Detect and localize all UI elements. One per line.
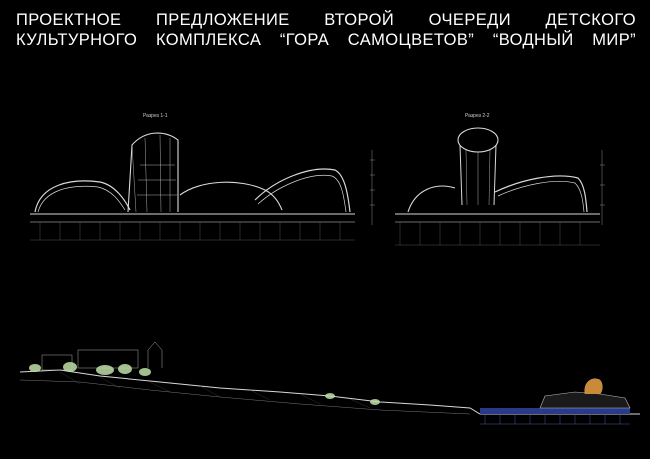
title-line-1: ПРОЕКТНОЕ ПРЕДЛОЖЕНИЕ ВТОРОЙ ОЧЕРЕДИ ДЕТ… [16,11,636,29]
section-2-drawing [395,127,605,246]
section-1-label: Разрез 1-1 [143,113,168,119]
title-line-2: КУЛЬТУРНОГО КОМПЛЕКСА “ГОРА САМОЦВЕТОВ” … [16,31,636,49]
section-1-drawing [30,132,375,241]
site-section-drawing [19,341,640,425]
section-2-label: Разрез 2-2 [465,113,490,119]
